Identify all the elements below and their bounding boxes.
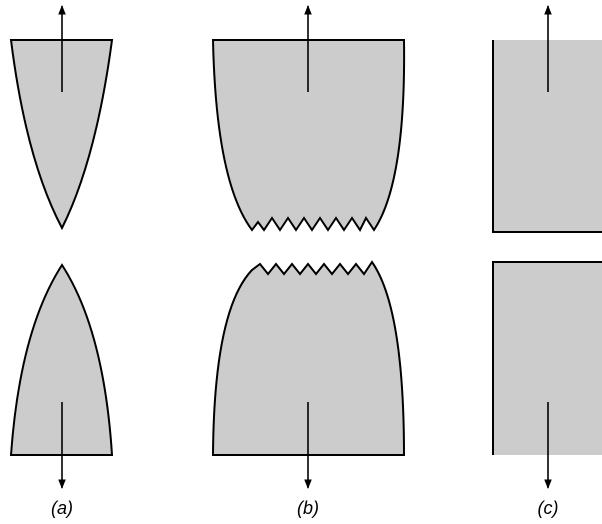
panel-c: (c)	[492, 5, 602, 518]
panel-a: (a)	[9, 5, 114, 518]
panel-a-upper-piece	[9, 39, 114, 231]
panel-b: (b)	[211, 5, 406, 518]
panel-c-label: (c)	[538, 498, 559, 518]
panel-b-upper-piece	[211, 39, 406, 232]
panel-c-upper-outline	[492, 40, 602, 233]
panel-b-lower-piece	[211, 260, 406, 456]
panel-c-lower-outline	[492, 261, 602, 455]
panel-a-label: (a)	[51, 498, 73, 518]
panel-b-label: (b)	[297, 498, 319, 518]
panel-a-lower-piece	[9, 263, 114, 456]
